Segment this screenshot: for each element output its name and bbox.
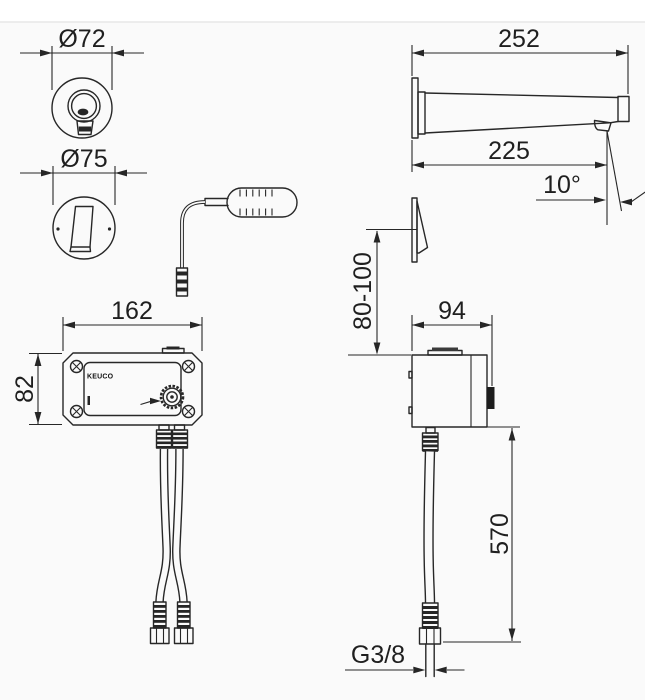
status-led-slot [87,396,90,405]
dim-spray-angle: 10° [536,130,645,225]
control-box-front-view: KEUCO [62,346,203,426]
dim-spout-length: 252 [411,25,629,94]
knob-pointer-arrow-icon [140,397,161,406]
spout-end-cap [617,95,630,123]
control-box-side-view [408,347,520,428]
power-module-capsule [226,187,298,218]
dim-label-sensor-escutcheon-diameter: Ø75 [60,145,107,173]
dim-control-box-width: 162 [62,297,203,351]
drawing-area-background [0,22,645,700]
dim-label-connection-thread: G3/8 [351,641,405,669]
corner-screw-icon [181,359,196,374]
dim-hose-length: 570 [443,428,521,643]
dim-label-control-box-depth: 94 [438,297,466,325]
control-box-housing [62,352,203,426]
dim-spout-outlet-projection: 225 [411,137,607,172]
dim-spout-escutcheon-diameter: Ø72 [20,25,144,90]
dim-label-spray-angle: 10° [543,171,581,199]
corner-screw-icon [181,404,196,419]
dim-label-hose-length: 570 [486,513,514,555]
dim-label-spout-outlet-projection: 225 [488,137,530,165]
dim-sensor-mounting-height: 80-100 [348,228,417,356]
dim-label-control-box-width: 162 [111,297,153,325]
corner-screw-icon [69,359,84,374]
hose-hex-nut [173,627,194,645]
dim-label-spout-length: 252 [498,25,540,53]
sensor-cable-assembly [175,187,298,297]
connection-thread-pipe [425,643,435,678]
aerator-side [593,119,612,132]
control-box-side-hose [418,426,442,678]
hose-hex-nut [149,627,170,645]
spout-outlet-opening [77,108,89,116]
spout-front-view [51,77,113,139]
spout-side-view [411,77,630,139]
sensor-window-side [416,200,429,254]
corner-screw-icon [69,404,84,419]
sensor-plate-front-view [52,196,116,260]
dim-label-control-box-height: 82 [11,375,39,403]
hose-hex-nut [418,627,442,645]
dim-connection-thread: G3/8 [345,641,465,674]
adjustment-knob [159,384,185,410]
dim-sensor-escutcheon-diameter: Ø75 [20,145,147,205]
adjustment-knob-side [486,387,495,409]
spout-escutcheon-side [417,91,426,135]
brand-logo: KEUCO [87,374,114,381]
dim-label-spout-escutcheon-diameter: Ø72 [58,25,105,53]
dim-label-sensor-mounting-height: 80-100 [349,252,377,330]
control-box-front-hoses [149,424,194,645]
dim-control-box-height: 82 [11,352,62,426]
dim-control-box-depth: 94 [411,297,493,386]
aerator-front [76,120,94,136]
